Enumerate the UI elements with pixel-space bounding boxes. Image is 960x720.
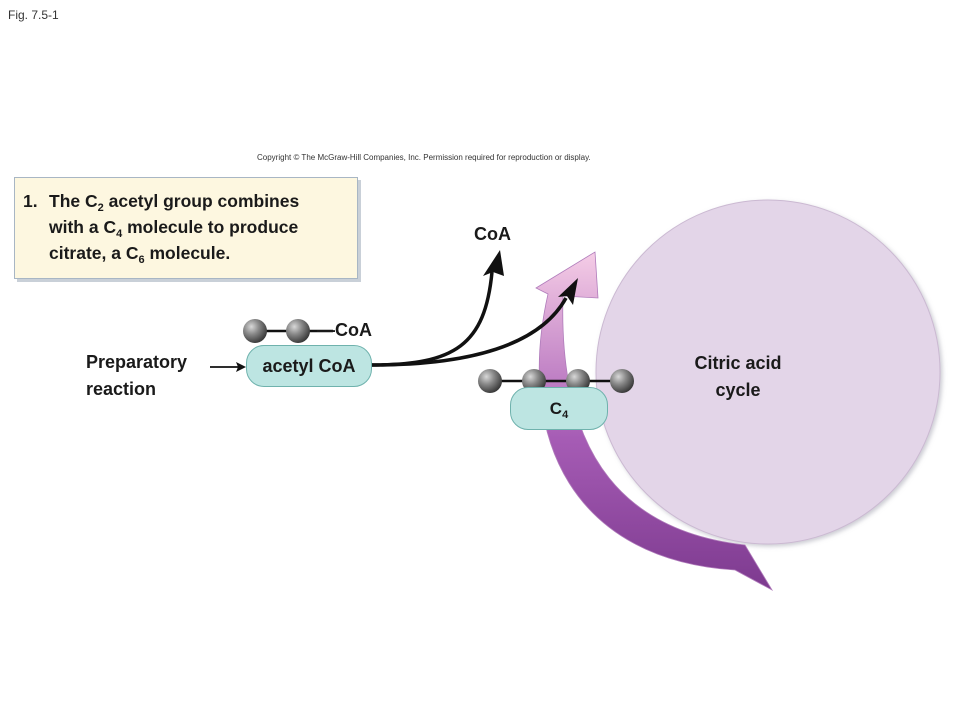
- acetyl-coa-label: acetyl CoA: [262, 355, 356, 376]
- coa-released-label: CoA: [474, 224, 511, 244]
- preparatory-reaction-label: Preparatory reaction: [86, 349, 187, 403]
- callout-line-2: with a C4 molecule to produce: [23, 214, 347, 240]
- coa-bond-label: —CoA: [317, 320, 372, 340]
- acetyl-into-cycle-arrow: [371, 297, 568, 367]
- callout-line-3: citrate, a C6 molecule.: [23, 240, 347, 266]
- callout-line-1: 1. The C2 acetyl group combines: [23, 188, 347, 214]
- callout-number: 1.: [23, 191, 38, 211]
- c4-carbon-atom: [610, 369, 634, 393]
- callout-text: molecule.: [144, 243, 231, 263]
- acetyl-coa-pill: acetyl CoA: [246, 345, 372, 387]
- cycle-arrow: [535, 251, 774, 592]
- copyright-notice: Copyright © The McGraw-Hill Companies, I…: [257, 153, 591, 162]
- callout-text: citrate, a C: [49, 243, 139, 263]
- cycle-entry-arrowhead: [558, 278, 578, 305]
- callout-text: molecule to produce: [122, 217, 299, 237]
- citric-cycle-circle: [595, 199, 941, 545]
- citric-line-1: Citric acid: [694, 353, 782, 373]
- step-callout: 1. The C2 acetyl group combines with a C4…: [14, 177, 358, 279]
- acetyl-carbon-atom: [243, 319, 267, 343]
- c4-subscript: 4: [562, 408, 569, 421]
- preparatory-line-1: Preparatory: [86, 352, 188, 372]
- preparatory-arrowhead: [236, 362, 246, 372]
- callout-text: with a C: [49, 217, 117, 237]
- coa-arrowhead: [483, 250, 504, 276]
- acetyl-carbon-atom: [286, 319, 310, 343]
- callout-subscript: 4: [116, 228, 123, 240]
- c4-carbon-atom: [478, 369, 502, 393]
- citric-line-2: cycle: [715, 380, 761, 400]
- callout-subscript: 6: [138, 254, 145, 266]
- citric-acid-cycle-label: Citric acid cycle: [678, 350, 798, 404]
- coa-release-arrow: [371, 271, 494, 367]
- callout-text: The C: [49, 191, 98, 211]
- c4-label: C4: [549, 398, 569, 421]
- c4-base: C: [549, 398, 563, 418]
- callout-subscript: 2: [97, 202, 104, 214]
- c4-pill: C4: [510, 387, 608, 430]
- figure-label: Fig. 7.5-1: [8, 8, 59, 22]
- callout-text: acetyl group combines: [103, 191, 300, 211]
- preparatory-line-2: reaction: [86, 379, 157, 399]
